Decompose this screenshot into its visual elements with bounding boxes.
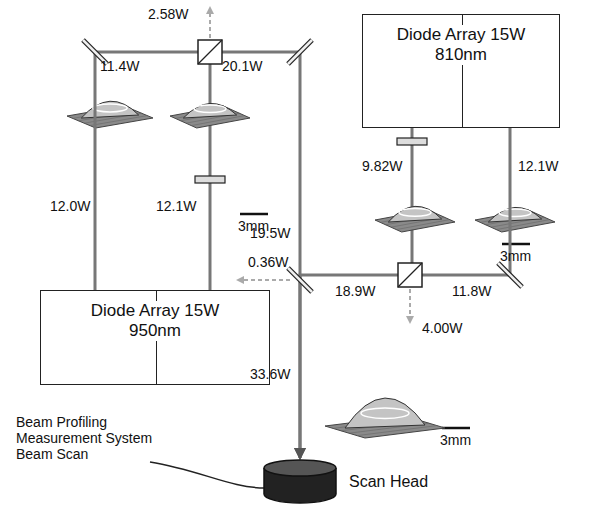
mirror-face — [288, 40, 312, 64]
beam-path — [300, 128, 510, 458]
waveplate — [397, 138, 427, 145]
cable — [150, 462, 265, 488]
scale-bar — [240, 213, 268, 216]
waveplate — [195, 176, 225, 183]
scan-head: Scan Head — [262, 458, 431, 504]
loss-arrow — [209, 8, 211, 38]
beam-path — [95, 52, 300, 458]
mirror — [498, 263, 522, 287]
mirror-face — [288, 268, 312, 292]
beam-profile — [170, 103, 250, 128]
mirror — [288, 268, 312, 292]
beam-splitter-cube — [198, 40, 222, 64]
box-label: Diode Array 15W 810nm — [390, 25, 532, 65]
power-label: 33.6W — [250, 366, 290, 382]
beam-profile — [325, 398, 445, 438]
power-label: 0.36W — [248, 254, 288, 270]
scan-head-cylinder — [262, 458, 338, 504]
box-label: Diode Array 15W 950nm — [84, 301, 226, 341]
beam-profile — [67, 101, 153, 128]
scale-bar — [442, 427, 470, 430]
power-label: 4.00W — [422, 320, 462, 336]
power-label: 9.82W — [362, 158, 402, 174]
power-label: 3mm — [440, 432, 471, 448]
power-label: 19.5W — [250, 225, 290, 241]
note-label: Beam Profiling Measurement System Beam S… — [16, 414, 166, 462]
power-label: 11.4W — [100, 58, 139, 74]
loss-arrow — [238, 279, 290, 281]
beam-profile — [375, 206, 455, 232]
power-label: 18.9W — [335, 283, 375, 299]
power-label: 12.1W — [156, 198, 196, 214]
power-label: 2.58W — [148, 6, 188, 22]
diode-array-box: Diode Array 15W 950nm — [40, 290, 270, 385]
power-label: 3mm — [500, 248, 531, 264]
box-label: Scan Head — [346, 472, 431, 492]
mirror — [288, 40, 312, 64]
power-label: 11.8W — [452, 283, 491, 299]
power-label: 12.1W — [518, 158, 558, 174]
beam-profile — [475, 207, 555, 232]
diode-array-box: Diode Array 15W 810nm — [362, 14, 560, 128]
beam — [411, 128, 414, 263]
mirror-face — [498, 263, 522, 287]
loss-arrow — [409, 289, 411, 322]
scale-bar — [502, 243, 530, 246]
power-label: 12.0W — [50, 198, 90, 214]
beam-splitter-cube — [398, 263, 422, 287]
power-label: 20.1W — [222, 58, 262, 74]
